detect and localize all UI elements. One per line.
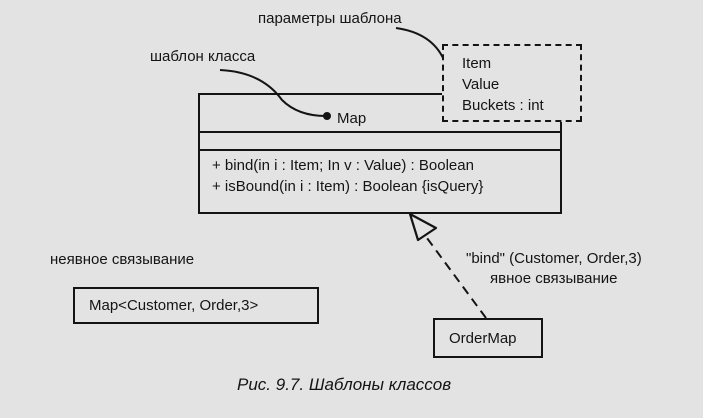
explicit-instance-box: OrderMap xyxy=(433,318,543,358)
implicit-binding-label: неявное связывание xyxy=(50,251,195,268)
template-param-value: Value xyxy=(462,76,500,93)
class-template-leader-dot xyxy=(323,112,331,120)
operation-bind: + bind(in i : Item; In v : Value) : Bool… xyxy=(212,157,474,174)
explicit-instance-name: OrderMap xyxy=(449,330,517,347)
implicit-instance-name: Map<Customer, Order,3> xyxy=(89,297,259,314)
template-class-box: Map + bind(in i : Item; In v : Value) : … xyxy=(198,93,562,214)
explicit-binding-expression: "bind" (Customer, Order,3) xyxy=(466,250,642,267)
attributes-compartment xyxy=(200,131,560,151)
implicit-instance-box: Map<Customer, Order,3> xyxy=(73,287,319,324)
class-name: Map xyxy=(337,110,367,127)
template-params-leader xyxy=(395,27,445,61)
operation-isbound: + isBound(in i : Item) : Boolean {isQuer… xyxy=(212,178,484,195)
binding-arrowhead xyxy=(408,212,438,242)
binding-dependency-line xyxy=(423,233,487,319)
class-template-leader xyxy=(219,69,327,117)
class-name-compartment: Map xyxy=(200,95,560,131)
template-param-buckets: Buckets : int xyxy=(462,97,544,114)
operations-compartment: + bind(in i : Item; In v : Value) : Bool… xyxy=(212,155,483,197)
template-parameters-box: Item Value Buckets : int xyxy=(442,44,582,122)
explicit-binding-label: явное связывание xyxy=(490,270,618,287)
class-template-label: шаблон класса xyxy=(150,48,256,65)
template-param-item: Item xyxy=(462,55,492,72)
template-params-label: параметры шаблона xyxy=(258,10,402,27)
figure-caption: Рис. 9.7. Шаблоны классов xyxy=(237,375,452,394)
